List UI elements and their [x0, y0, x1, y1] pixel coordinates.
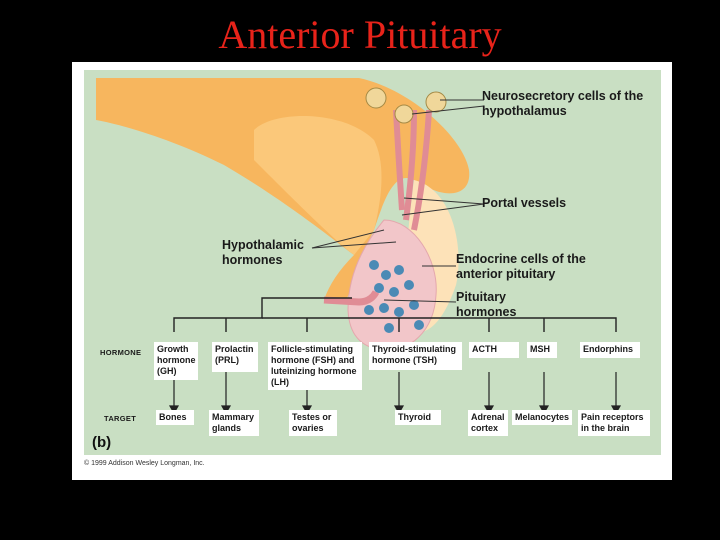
target-adrenal-cortex: Adrenal cortex: [468, 410, 508, 436]
target-testes-ovaries: Testes or ovaries: [289, 410, 337, 436]
row-label-hormone: HORMONE: [100, 348, 142, 357]
slide-title: Anterior Pituitary: [218, 12, 502, 57]
pituitary-diagram: Neurosecretory cells of the hypothalamus…: [84, 70, 661, 455]
hypothalamus-shape: [96, 78, 470, 300]
copyright-credit: © 1999 Addison Wesley Longman, Inc.: [84, 460, 205, 467]
distribution-lines: [173, 297, 617, 332]
hormone-prl: Prolactin (PRL): [212, 342, 258, 372]
target-mammary-glands: Mammary glands: [209, 410, 259, 436]
endocrine-cells: [364, 260, 424, 333]
neurosecretory-cell: [365, 87, 387, 109]
label-hypothalamic-hormones: Hypothalamic hormones: [222, 238, 304, 267]
portal-vessel: [411, 109, 432, 231]
label-endocrine-cells: Endocrine cells of the anterior pituitar…: [456, 252, 586, 281]
neurosecretory-cell: [394, 104, 414, 124]
target-bones: Bones: [156, 410, 194, 425]
portal-vessel: [393, 109, 405, 211]
stalk-shape: [254, 116, 382, 255]
hormone-gh: Growth hormone (GH): [154, 342, 198, 380]
target-arrows: [168, 372, 622, 415]
target-thyroid: Thyroid: [395, 410, 441, 425]
row-label-target: TARGET: [104, 414, 137, 423]
pituitary-illustration: [96, 78, 622, 415]
target-pain-receptors: Pain receptors in the brain: [578, 410, 650, 436]
portal-vessel: [403, 109, 417, 221]
figure-panel: Neurosecretory cells of the hypothalamus…: [72, 62, 672, 480]
hormone-endorphins: Endorphins: [580, 342, 640, 358]
hormone-acth: ACTH: [469, 342, 519, 358]
part-label: (b): [92, 434, 112, 451]
hormone-tsh: Thyroid-stimulating hormone (TSH): [369, 342, 462, 370]
hormone-msh: MSH: [527, 342, 557, 358]
outflow-vessel: [323, 290, 380, 306]
hormone-fsh-lh: Follicle-stimulating hormone (FSH) and l…: [268, 342, 362, 390]
label-portal-vessels: Portal vessels: [482, 196, 567, 210]
leader-lines: [311, 99, 485, 303]
label-neurosecretory-cells: Neurosecretory cells of the hypothalamus: [482, 89, 644, 118]
neurosecretory-cell: [425, 91, 447, 113]
target-melanocytes: Melanocytes: [512, 410, 572, 425]
label-pituitary-hormones: Pituitary hormones: [456, 290, 517, 319]
